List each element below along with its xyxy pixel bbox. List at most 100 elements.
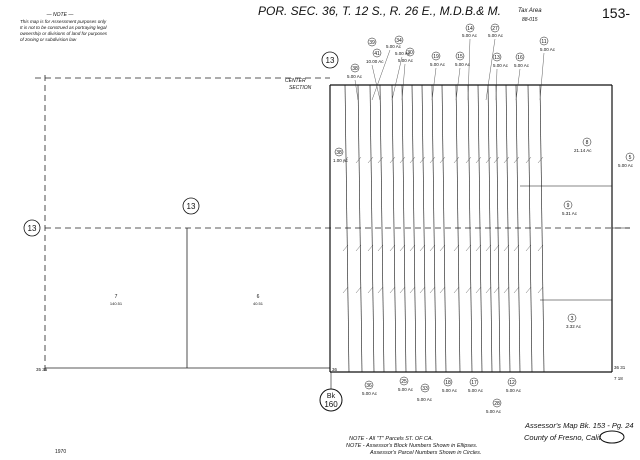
dimension-tick: [537, 156, 544, 164]
dimension-tick: [367, 286, 374, 294]
parcel-strip-line: [515, 84, 521, 373]
dimension-tick: [465, 286, 472, 294]
parcel-area: 5.00 Ac: [506, 388, 522, 393]
dimension-tick: [342, 286, 349, 294]
parcel-strip-line: [369, 84, 375, 373]
parcel-id: 5: [629, 155, 632, 161]
page-number: 153-: [602, 5, 630, 21]
map-year: 1970: [55, 449, 66, 455]
dimension-tick: [513, 286, 520, 294]
note-box: — NOTE — This map is for Assessment purp…: [20, 12, 108, 42]
parcel-id: 30: [407, 50, 413, 56]
dimension-tick: [475, 156, 482, 164]
parcel-label: 5 5.00 Ac: [618, 152, 635, 168]
dimension-tick: [453, 156, 460, 164]
parcel-id: 12: [509, 380, 515, 386]
parcel-id: 16: [517, 55, 523, 61]
parcel-label: 16 5.00 Ac: [514, 52, 530, 68]
footer: Assessor's Map Bk. 153 - Pg. 24 County o…: [55, 421, 634, 456]
parcel-id: 8: [586, 140, 589, 146]
dimension-tick: [429, 244, 436, 252]
dimension-tick: [389, 156, 396, 164]
parcel-id: 41: [374, 51, 380, 57]
dimension-tick: [367, 156, 374, 164]
parcel-area: 5.00 Ac: [618, 163, 634, 168]
tax-area-label: Tax Area: [518, 8, 542, 14]
map-reference: Assessor's Map Bk. 153 - Pg. 24: [524, 421, 634, 430]
parcel-area: 21.14 Ac: [574, 148, 592, 153]
block-label-text: Bk: [327, 393, 336, 400]
parcel-area: 5.00 Ac: [386, 44, 402, 49]
dimension-tick: [493, 156, 500, 164]
parcel-id: 13: [494, 55, 500, 61]
parcel-id: 28: [494, 401, 500, 407]
section-lines: [35, 75, 630, 375]
dimension-tick: [525, 286, 532, 294]
parcel-id: 19: [433, 54, 439, 60]
parcel-area: 5.00 Ac: [455, 62, 471, 67]
parcel-label: 175.00 Ac: [468, 377, 484, 393]
dimension-tick: [355, 244, 362, 252]
dimension-tick: [389, 286, 396, 294]
parcel-label: 145.00 Ac: [462, 23, 478, 38]
dimension-tick: [409, 156, 416, 164]
parcel-strip-line: [431, 84, 437, 373]
parcel-label: 12 5.00 Ac: [506, 377, 522, 393]
dimension-tick: [439, 286, 446, 294]
parcel-id: 33: [422, 386, 428, 392]
parcel-area: 5.00 Ac: [493, 63, 509, 68]
parcel-label: 185.00 Ac: [442, 377, 458, 393]
parcel-7-area: 140.51: [110, 301, 123, 306]
parcel-id: 34: [396, 38, 402, 44]
dimension-tick: [439, 244, 446, 252]
dimension-tick: [399, 244, 406, 252]
parcel-strip-line: [467, 84, 473, 373]
parcel-label: 11 5.00 Ac: [539, 36, 556, 52]
section-circle-left: [23, 219, 41, 237]
note-line-2: It is not to be construed as portraying …: [20, 25, 108, 30]
section-number-left: 13: [28, 224, 37, 233]
parcel-area: 5.00 Ac: [362, 391, 378, 396]
parcel-strip-line: [411, 84, 417, 373]
corner-label-left: 35 36: [36, 367, 48, 372]
parcel-strip-line: [487, 84, 493, 373]
parcel-id: 9: [567, 203, 570, 209]
subdivision-outline: [329, 84, 630, 373]
parcel-strip-line: [505, 84, 511, 373]
dimension-tick: [513, 244, 520, 252]
dimension-tick: [342, 244, 349, 252]
parcel-strip-line: [441, 84, 447, 373]
parcel-6-area: 40.51: [253, 301, 264, 306]
parcel-strip-line: [344, 84, 350, 373]
footer-note-1: NOTE - All "T" Parcels ST. OF CA.: [349, 436, 433, 442]
parcel-id: 27: [492, 26, 498, 32]
dimension-tick: [377, 156, 384, 164]
dimension-tick: [493, 244, 500, 252]
map-title: POR. SEC. 36, T. 12 S., R. 26 E., M.D.B.…: [258, 4, 501, 18]
parcel-strip-line: [455, 84, 461, 373]
parcel-label: 275.00 Ac: [488, 23, 504, 38]
dimension-tick: [465, 244, 472, 252]
parcel-strip-line: [357, 84, 363, 373]
parcel-id: 11: [541, 39, 546, 45]
parcel-label: 255.00 Ac: [398, 376, 414, 392]
note-line-3: ownership or divisions of land for purpo…: [20, 31, 108, 36]
corner-label-bottom: 7 18: [614, 376, 623, 381]
parcel-area: 5.00 Ac: [514, 63, 530, 68]
block-label: Bk 160: [319, 372, 343, 412]
dimension-tick: [409, 244, 416, 252]
dimension-tick: [399, 156, 406, 164]
center-section-label-1: CENTER: [285, 78, 306, 84]
parcel-strips: [342, 84, 545, 373]
parcel-area: 5.00 Ac: [540, 47, 556, 52]
dimension-tick: [439, 156, 446, 164]
dimension-tick: [465, 156, 472, 164]
dimension-tick: [525, 156, 532, 164]
parcel-strip-line: [401, 84, 407, 373]
block-number: 160: [324, 400, 338, 409]
dimension-tick: [342, 156, 349, 164]
parcel-area: 5.00 Ac: [468, 388, 484, 393]
parcel-id: 38: [336, 150, 342, 156]
